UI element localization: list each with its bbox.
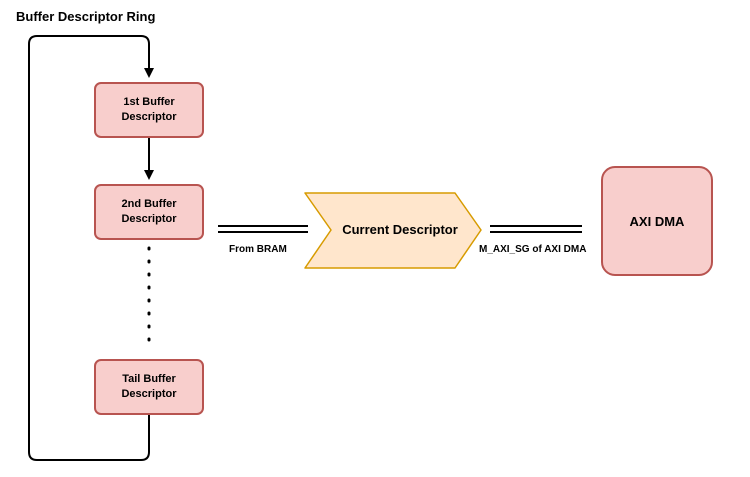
m-axi-sg-label: M_AXI_SG of AXI DMA — [479, 244, 587, 255]
second-buffer-descriptor: 2nd Buffer Descriptor — [94, 184, 204, 240]
axi-dma-block: AXI DMA — [601, 166, 713, 276]
ring-loop-connector — [28, 35, 154, 461]
axi-dma-label: AXI DMA — [629, 213, 685, 229]
diagram-title: Buffer Descriptor Ring — [16, 9, 156, 24]
current-descriptor-label: Current Descriptor — [342, 222, 458, 237]
second-buffer-descriptor-label: 2nd Buffer Descriptor — [121, 198, 177, 225]
tail-buffer-descriptor: Tail Buffer Descriptor — [94, 359, 204, 415]
current-descriptor-chevron — [304, 192, 482, 269]
tail-buffer-descriptor-label: Tail Buffer Descriptor — [121, 373, 177, 400]
from-bram-label: From BRAM — [229, 244, 287, 255]
first-buffer-descriptor-label: 1st Buffer Descriptor — [121, 96, 177, 123]
first-buffer-descriptor: 1st Buffer Descriptor — [94, 82, 204, 138]
